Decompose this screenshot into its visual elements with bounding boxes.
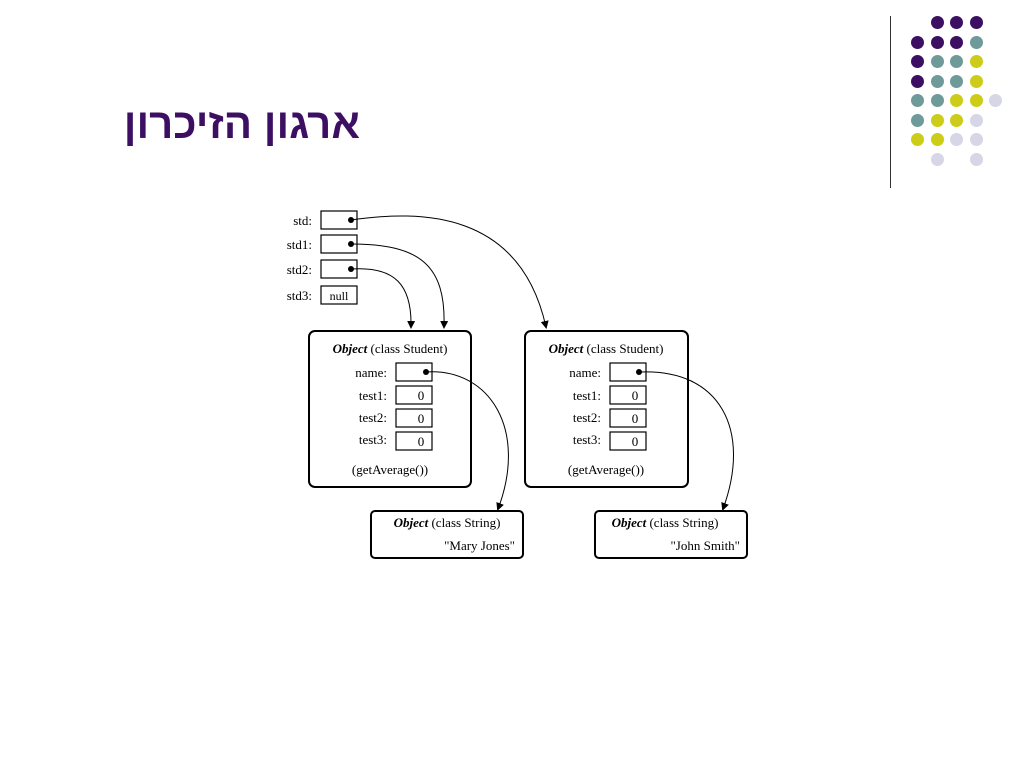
slide-title: ארגון הזיכרון <box>123 100 360 147</box>
decorative-dot <box>950 35 963 49</box>
decorative-dot <box>950 16 963 29</box>
method-label: (getAverage()) <box>352 462 428 477</box>
field-box <box>609 385 647 405</box>
decorative-dot <box>930 152 944 166</box>
student-object-1: Object (class Student) name: test1: 0 te… <box>308 330 472 488</box>
field-value-test2: 0 <box>418 411 425 426</box>
field-box <box>395 408 433 428</box>
field-label-test2: test2: <box>573 410 601 425</box>
student-object-2: Object (class Student) name: test1: 0 te… <box>524 330 689 488</box>
field-value-test3: 0 <box>418 434 425 449</box>
reference-arrows <box>350 215 734 511</box>
method-label: (getAverage()) <box>568 462 644 477</box>
object-header: Object (class Student) <box>333 341 448 356</box>
string-object-john: Object (class String) "John Smith" <box>594 510 748 559</box>
decorative-divider <box>890 16 891 188</box>
field-value-test1: 0 <box>632 388 639 403</box>
arrow-std2-to-object1 <box>350 268 416 329</box>
decorative-dot <box>969 35 983 49</box>
string-object-mary: Object (class String) "Mary Jones" <box>370 510 524 559</box>
arrow-name-to-mary <box>425 371 509 511</box>
field-label-test3: test3: <box>573 432 601 447</box>
decorative-dot <box>950 55 963 68</box>
field-box <box>609 431 647 451</box>
arrow-name-to-john <box>638 371 734 511</box>
decorative-dot <box>950 133 963 146</box>
decorative-dot <box>911 94 924 107</box>
object-header: Object (class String) <box>394 515 501 530</box>
variable-label: std: <box>293 213 312 228</box>
decorative-dot <box>930 113 944 127</box>
object-header: Object (class String) <box>612 515 719 530</box>
string-value: "Mary Jones" <box>444 538 515 553</box>
field-label-test1: test1: <box>573 388 601 403</box>
decorative-dot <box>950 94 963 107</box>
arrow-std1-to-object1 <box>350 243 449 329</box>
variable-std2: std2: <box>287 259 358 279</box>
field-box <box>395 431 433 451</box>
decorative-dot <box>950 74 963 88</box>
field-value-test3: 0 <box>632 434 639 449</box>
variable-std: std: <box>293 210 358 230</box>
decorative-dot <box>969 113 983 127</box>
field-label-test3: test3: <box>359 432 387 447</box>
field-value-test1: 0 <box>418 388 425 403</box>
decorative-dot <box>930 94 944 107</box>
decorative-dot <box>911 55 924 68</box>
field-label-name: name: <box>569 365 601 380</box>
variable-label: std1: <box>287 237 312 252</box>
decorative-dot <box>969 16 983 29</box>
decorative-dot <box>930 35 944 49</box>
field-label-test2: test2: <box>359 410 387 425</box>
decorative-dot <box>969 152 983 166</box>
reference-box <box>320 210 358 230</box>
null-value: null <box>330 289 349 303</box>
decorative-dot <box>969 133 983 146</box>
decorative-dot <box>930 55 944 68</box>
decorative-dot <box>911 35 924 49</box>
object-header: Object (class Student) <box>549 341 664 356</box>
decorative-dot <box>930 133 944 146</box>
decorative-dot <box>969 74 983 88</box>
field-value-test2: 0 <box>632 411 639 426</box>
variable-std1: std1: <box>287 234 358 254</box>
null-box <box>320 285 358 305</box>
decorative-dot <box>930 16 944 29</box>
decorative-dot <box>989 94 1002 107</box>
field-label-test1: test1: <box>359 388 387 403</box>
decorative-dot <box>950 113 963 127</box>
decorative-dot <box>969 94 983 107</box>
field-box <box>395 385 433 405</box>
variable-std3: std3: null <box>287 285 358 305</box>
variable-label: std3: <box>287 288 312 303</box>
decorative-dot <box>911 133 924 146</box>
arrow-std-to-object2 <box>350 215 549 329</box>
decorative-dot <box>930 74 944 88</box>
decorative-dot <box>911 113 924 127</box>
decorative-dot <box>911 74 924 88</box>
decorative-dot <box>969 55 983 68</box>
variable-label: std2: <box>287 262 312 277</box>
field-label-name: name: <box>355 365 387 380</box>
field-box <box>609 408 647 428</box>
string-value: "John Smith" <box>671 538 741 553</box>
